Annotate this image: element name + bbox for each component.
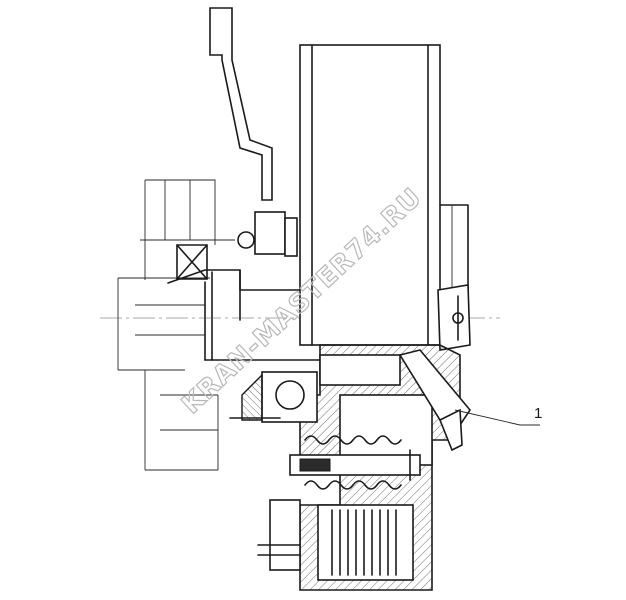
input-bearing (176, 244, 208, 280)
callout-label: 1 (534, 405, 542, 422)
release-bearing (241, 371, 318, 423)
side-fitting (437, 284, 471, 351)
engine-housing (117, 179, 235, 471)
release-pin (289, 449, 421, 481)
flange-plate (229, 417, 301, 571)
cylinder-housing (299, 44, 469, 346)
callout: 1 (454, 405, 542, 426)
lubrication-channel (398, 349, 471, 452)
clutch-plates (331, 509, 397, 576)
spring-pack (304, 435, 402, 490)
control-lever (209, 7, 298, 257)
